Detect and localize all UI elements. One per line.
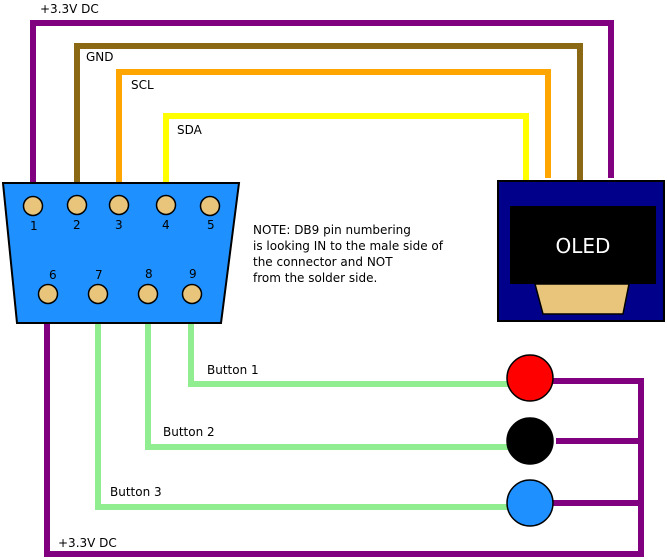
db9-pin-4 [155, 194, 177, 216]
oled-label: OLED [556, 234, 611, 258]
button-2-black[interactable] [506, 417, 554, 465]
pin-label-6: 6 [49, 268, 57, 282]
button-3-blue[interactable] [506, 479, 554, 527]
label-vcc-top: +3.3V DC [40, 2, 99, 16]
button1-wire [188, 300, 510, 387]
db9-bottom-pins [37, 283, 203, 305]
note-line-3: the connector and NOT [253, 255, 393, 269]
button2-wire [145, 300, 508, 450]
pin-label-4: 4 [162, 218, 170, 232]
db9-pin-7 [87, 283, 109, 305]
oled-screen [510, 206, 656, 284]
label-scl: SCL [131, 78, 154, 92]
label-button1: Button 1 [207, 363, 259, 377]
gnd-wire [74, 43, 583, 200]
vcc-wire-top [30, 20, 614, 200]
db9-pin-5 [199, 195, 221, 217]
oled-connector [534, 283, 630, 315]
button3-wire [95, 300, 508, 510]
db9-pin-6 [37, 283, 59, 305]
pin-label-7: 7 [95, 268, 103, 282]
db9-pin-2 [66, 194, 88, 216]
scl-wire [116, 69, 551, 200]
label-button3: Button 3 [110, 485, 162, 499]
label-gnd: GND [86, 50, 114, 64]
label-sda: SDA [177, 123, 203, 137]
pin-label-2: 2 [73, 218, 81, 232]
note-line-1: NOTE: DB9 pin numbering [253, 223, 411, 237]
label-button2: Button 2 [163, 425, 215, 439]
vcc-wire-bottom [44, 300, 644, 557]
pin-label-3: 3 [115, 218, 123, 232]
pin-label-5: 5 [207, 218, 215, 232]
sda-wire [163, 113, 529, 200]
db9-pin-9 [181, 283, 203, 305]
pin-label-1: 1 [30, 219, 38, 233]
db9-pin-3 [108, 194, 130, 216]
note-line-2: is looking IN to the male side of [253, 239, 444, 253]
label-vcc-bottom: +3.3V DC [58, 536, 117, 550]
db9-top-pins [22, 194, 221, 217]
db9-connector-body [1, 182, 241, 324]
button-1-red[interactable] [506, 354, 554, 402]
db9-pin-8 [137, 283, 159, 305]
db9-pin-1 [22, 195, 44, 217]
pin-label-8: 8 [145, 267, 153, 281]
pin-numbering-note: NOTE: DB9 pin numbering is looking IN to… [253, 223, 444, 285]
pin-label-9: 9 [189, 267, 197, 281]
note-line-4: from the solder side. [253, 271, 377, 285]
